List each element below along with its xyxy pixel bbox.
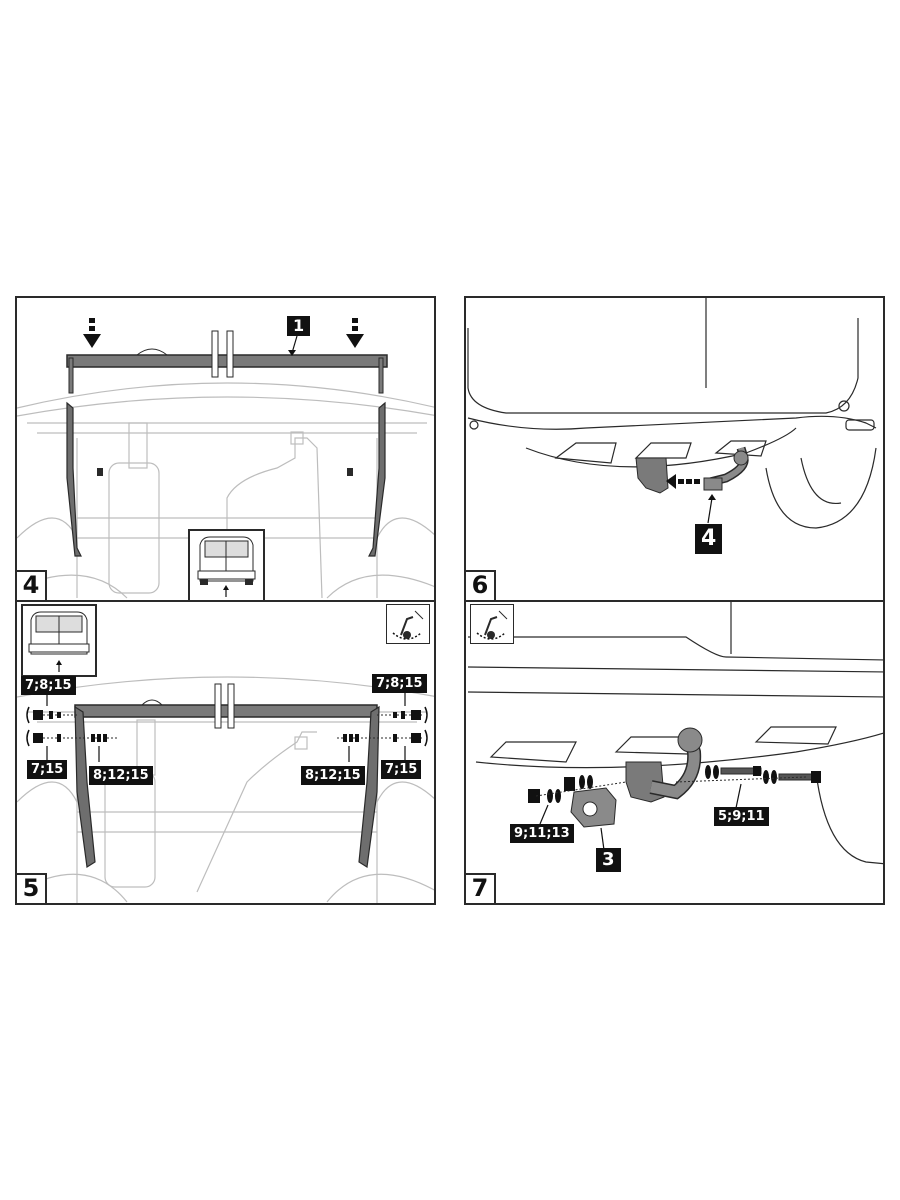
step-5-panel: 7;8;15 7;8;15 7;15 8;12;15 8;12;15 7;15 … <box>15 600 436 905</box>
part-label-1: 1 <box>287 316 311 336</box>
part-label-5-9-11: 5;9;11 <box>714 807 769 826</box>
torque-wrench-icon <box>470 604 514 644</box>
step-number-5: 5 <box>17 873 47 903</box>
bolt-label-mid-right: 8;12;15 <box>301 766 365 785</box>
car-rear-view-icon <box>197 536 256 597</box>
step-number-7: 7 <box>466 873 496 903</box>
bolt-label-mid-left: 8;12;15 <box>89 766 153 785</box>
arrow-down-icon <box>83 318 101 348</box>
step-4-illustration <box>17 318 434 599</box>
bolt-label-top-left: 7;8;15 <box>21 676 76 695</box>
bolt-label-bottom-left: 7;15 <box>27 760 68 779</box>
car-rear-inset <box>188 529 265 600</box>
bolt-label-top-right: 7;8;15 <box>372 674 427 693</box>
step-number-6: 6 <box>466 570 496 600</box>
arrow-down-icon <box>346 318 364 348</box>
part-label-4: 4 <box>695 524 723 554</box>
step-number-4: 4 <box>17 570 47 600</box>
step-6-illustration <box>467 298 877 529</box>
step-7-panel: 9;11;13 3 5;9;11 7 <box>464 600 885 905</box>
bolt-label-bottom-right: 7;15 <box>381 760 422 779</box>
part-label-9-11-13: 9;11;13 <box>510 824 574 843</box>
part-label-3: 3 <box>596 848 621 872</box>
step-6-panel: 4 6 <box>464 296 885 602</box>
car-rear-view-icon <box>28 611 90 672</box>
torque-wrench-icon <box>386 604 430 644</box>
step-7-illustration <box>467 602 883 865</box>
step-4-panel: 1 4 <box>15 296 436 602</box>
car-rear-inset <box>21 604 97 677</box>
